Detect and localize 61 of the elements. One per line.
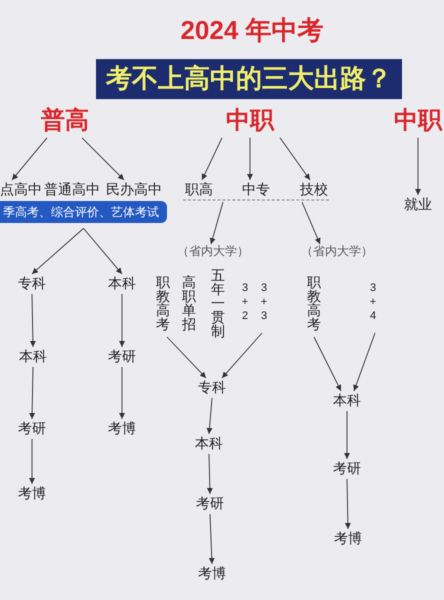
title-banner: 考不上高中的三大出路？ [96,59,402,99]
pathway-label: 职教高考 [307,275,321,331]
arrow [280,137,310,180]
arrow [353,332,376,392]
school-label: 就业 [404,196,432,212]
arrow [83,228,122,274]
stage-label: 考研 [18,420,46,436]
title: 2024 年中考 [180,16,324,46]
route-heading: 普高 [41,107,89,135]
pathway-label: 3+3 [260,281,268,323]
stage-label: 本科 [108,274,136,292]
stage-label: 专科 [198,378,226,396]
arrow [206,398,212,434]
note-label: （省内大学） [301,245,373,259]
route-heading: 中职 [394,107,442,135]
arrow [29,366,36,420]
arrow [82,137,124,180]
arrow [119,366,125,420]
arrow [222,332,262,378]
school-label: 职高 [185,180,213,198]
arrow [314,336,342,392]
arrow [208,514,215,564]
pathway-label: 3+4 [368,281,378,323]
arrow [344,410,350,460]
stage-label: 本科 [333,392,361,408]
pathway-label: 职教高考 [156,275,170,331]
school-label: 普通高中 [44,180,100,198]
arrow [210,202,224,245]
stage-label: 考研 [108,348,136,364]
pathway-label: 五年一贯制 [211,268,225,338]
arrow [119,294,125,348]
route-heading: 中职 [226,107,274,135]
note-label: （省内大学） [177,245,249,259]
arrow [166,336,206,378]
school-label: 技校 [300,180,328,198]
school-label: 点高中 [0,180,42,198]
arrow [202,137,222,180]
stage-label: 考研 [196,494,224,512]
arrow [12,137,48,180]
school-label: 中专 [242,180,270,198]
pathway-label: 3+2 [240,281,250,323]
stage-label: 考博 [334,530,362,546]
stage-label: 考博 [198,564,226,582]
stage-label: 专科 [18,274,46,292]
arrow [32,228,84,274]
exam-banner: 季高考、综合评价、艺体考试 [0,201,167,224]
arrow [247,137,253,180]
arrow [415,137,421,196]
stage-label: 本科 [195,434,223,452]
underline [183,199,329,200]
arrow [29,438,35,484]
school-label: 民办高中 [106,180,162,198]
stage-label: 考博 [108,420,136,436]
stage-label: 本科 [19,348,47,364]
arrow [30,294,36,348]
stage-label: 考博 [18,484,46,502]
pathway-label: 高职单招 [182,275,196,331]
arrow [344,478,351,530]
stage-label: 考研 [333,460,361,476]
arrow [302,202,320,245]
arrow [206,454,213,494]
